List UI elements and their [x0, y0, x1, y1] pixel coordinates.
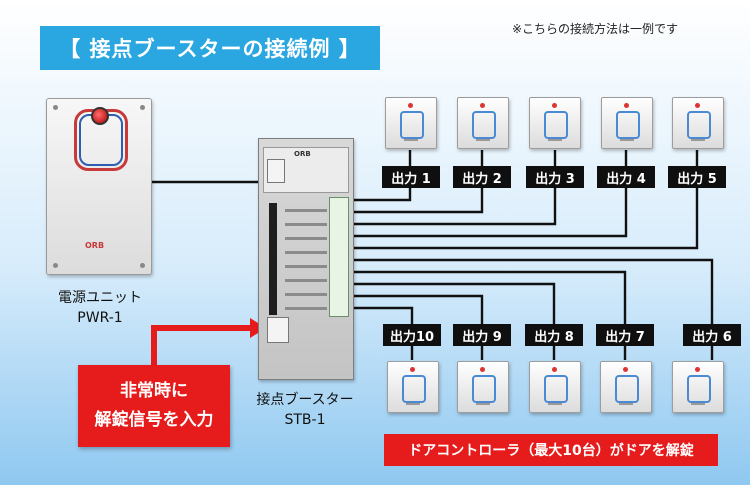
- door-controller-5: [672, 97, 724, 149]
- jumper-row: [285, 251, 327, 254]
- pin-strip: [269, 203, 277, 315]
- power-unit-device: ORB: [46, 98, 152, 275]
- output-label-9: 出力 9: [453, 324, 511, 346]
- jumper-row: [285, 265, 327, 268]
- page-title: 【 接点ブースターの接続例 】: [40, 26, 380, 70]
- jumper-row: [285, 279, 327, 282]
- wire-output-2: [352, 188, 484, 214]
- jumper-row: [285, 293, 327, 296]
- output-label-2: 出力 2: [453, 166, 511, 188]
- unlock-banner: ドアコントローラ（最大10台）がドアを解錠: [384, 434, 718, 466]
- input-connector: [267, 317, 289, 343]
- wire-output-1: [352, 188, 412, 202]
- emergency-arrow: [151, 318, 266, 365]
- output-label-10: 出力10: [383, 324, 441, 346]
- output-label-7: 出力 7: [596, 324, 654, 346]
- wire-output-5: [352, 188, 699, 250]
- example-note: ※こちらの接続方法は一例です: [512, 22, 679, 36]
- jumper-row: [285, 307, 327, 310]
- power-unit-caption: 電源ユニット PWR-1: [50, 288, 150, 328]
- jumper-row: [285, 209, 327, 212]
- emergency-line-2: 解錠信号を入力: [94, 410, 214, 430]
- output-label-8: 出力 8: [525, 324, 583, 346]
- door-controller-9: [457, 361, 509, 413]
- top-drops: [408, 150, 699, 166]
- door-controller-10: [387, 361, 439, 413]
- power-unit-name: 電源ユニット: [58, 290, 142, 306]
- door-controller-1: [385, 97, 437, 149]
- emergency-input-note: 非常時に 解錠信号を入力: [78, 365, 230, 447]
- output-label-4: 出力 4: [597, 166, 655, 188]
- booster-caption: 接点ブースター STB-1: [240, 390, 370, 430]
- door-controller-6: [672, 361, 724, 413]
- wire-output-7: [352, 270, 627, 324]
- output-label-6: 出力 6: [683, 324, 741, 346]
- power-lamp-icon: [91, 107, 109, 125]
- output-label-3: 出力 3: [526, 166, 584, 188]
- screw-icon: [140, 105, 145, 110]
- screw-icon: [53, 263, 58, 268]
- wire-output-4: [352, 188, 628, 238]
- jumper-row: [285, 223, 327, 226]
- booster-name: 接点ブースター: [256, 392, 354, 408]
- booster-logo: ORB: [294, 150, 311, 158]
- bottom-drops: [410, 346, 714, 360]
- wire-output-3: [352, 188, 557, 226]
- power-unit-model: PWR-1: [77, 310, 123, 326]
- wire-output-9: [352, 294, 484, 324]
- door-controller-7: [600, 361, 652, 413]
- emergency-line-1: 非常時に: [120, 381, 188, 401]
- booster-device: ORB: [258, 138, 354, 380]
- door-controller-2: [457, 97, 509, 149]
- screw-icon: [53, 105, 58, 110]
- wire-output-8: [352, 282, 556, 324]
- terminal-block: [329, 197, 349, 317]
- power-unit-logo: ORB: [85, 241, 105, 250]
- screw-icon: [140, 263, 145, 268]
- wire-output-6: [352, 258, 714, 324]
- booster-model: STB-1: [284, 412, 326, 428]
- door-controller-4: [601, 97, 653, 149]
- door-controller-8: [529, 361, 581, 413]
- door-controller-3: [529, 97, 581, 149]
- output-label-5: 出力 5: [668, 166, 726, 188]
- jumper-row: [285, 237, 327, 240]
- output-label-1: 出力 1: [382, 166, 440, 188]
- wire-output-10: [352, 306, 414, 324]
- power-connector: [267, 159, 285, 183]
